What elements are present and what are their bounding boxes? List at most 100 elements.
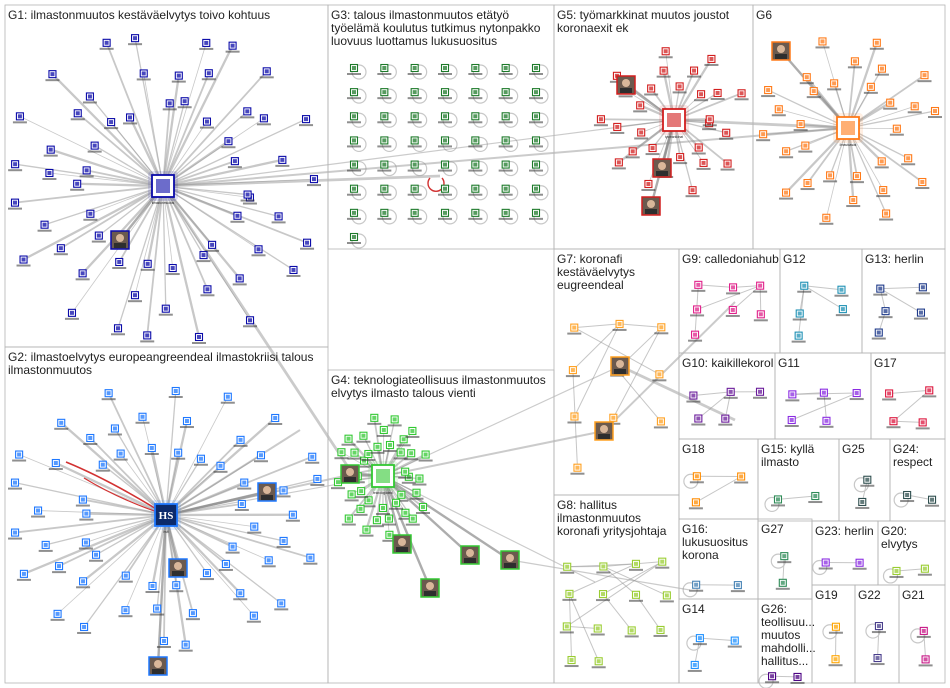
node-label: [99, 47, 114, 50]
node-label: [64, 317, 79, 320]
node-avatar: [891, 419, 896, 424]
node-avatar: [820, 39, 825, 44]
node-label: [596, 599, 611, 602]
node-avatar: [572, 414, 577, 419]
node-avatar: [701, 160, 706, 165]
node-avatar: [305, 240, 310, 245]
face-icon: [777, 45, 785, 53]
node-label: [247, 531, 262, 534]
node-label: [925, 504, 940, 507]
node-label: [101, 398, 116, 401]
edge: [846, 127, 855, 201]
node-label: [37, 229, 52, 232]
node-avatar: [663, 49, 668, 54]
node-label: [70, 188, 85, 191]
node-label: [771, 114, 786, 117]
node-label: [171, 80, 186, 83]
node-label: [8, 487, 22, 490]
edge: [382, 475, 471, 556]
cross-group-edge: [509, 559, 691, 591]
node-label: [377, 193, 392, 196]
node-avatar: [443, 162, 447, 167]
node-label: [652, 379, 667, 382]
edge: [847, 110, 936, 129]
node-avatar: [80, 497, 85, 502]
node-avatar: [596, 659, 601, 664]
group-title-line: G25: [842, 442, 865, 456]
node-avatar: [657, 372, 662, 377]
node-label: [779, 156, 794, 159]
group-title-g20: G20:elvytys: [881, 524, 918, 551]
node-label: [382, 539, 397, 542]
node-avatar: [776, 107, 781, 112]
node-avatar: [417, 476, 422, 481]
node-avatar: [382, 186, 387, 191]
node-label: [806, 96, 821, 99]
node-label: [855, 506, 870, 509]
edge: [82, 514, 167, 583]
node-label: [128, 43, 143, 46]
node-label: [45, 79, 60, 82]
node-avatar: [709, 56, 714, 61]
node-avatar: [210, 242, 215, 247]
edge: [162, 158, 283, 188]
node-label: [394, 499, 409, 502]
node-label: [718, 423, 733, 426]
node-avatar: [790, 392, 795, 397]
node-avatar: [697, 636, 702, 641]
node-avatar: [81, 579, 86, 584]
node-label: [915, 292, 930, 295]
node-avatar: [570, 368, 575, 373]
node-label: [276, 545, 291, 548]
node-avatar: [649, 86, 654, 91]
edge: [893, 389, 930, 422]
node-avatar: [840, 307, 845, 312]
node-label: [828, 664, 843, 667]
edge: [77, 182, 164, 188]
node-avatar: [412, 66, 417, 70]
node-avatar: [473, 114, 478, 119]
node-label: [672, 91, 687, 94]
node-label: [819, 222, 834, 225]
node-avatar: [237, 276, 242, 281]
node-avatar: [601, 592, 606, 597]
node-avatar: [174, 583, 179, 588]
node-label: [54, 427, 69, 430]
node-label: [628, 568, 643, 571]
group-title-line: koronafi yritysjohtaja: [557, 524, 667, 538]
node-label: [846, 205, 861, 208]
node-avatar: [279, 601, 284, 606]
node-label: [918, 664, 933, 667]
node-label: [869, 47, 884, 50]
node-label: [720, 168, 735, 171]
node-avatar: [534, 66, 538, 70]
node-label: [687, 75, 702, 78]
group-title-line: G10: kaikillekorol: [682, 356, 773, 370]
node-avatar: [933, 109, 937, 114]
node-label: [300, 247, 315, 250]
node-avatar: [336, 480, 340, 485]
node-avatar: [780, 580, 785, 585]
node-avatar: [473, 138, 478, 143]
node-avatar: [694, 582, 699, 587]
node-avatar: [281, 488, 286, 493]
edge: [616, 369, 662, 422]
node-label: [901, 163, 916, 166]
node-avatar: [707, 117, 712, 122]
node-label: [220, 401, 235, 404]
edge: [696, 285, 761, 310]
node-label: [438, 145, 452, 148]
node-avatar: [409, 451, 414, 456]
face-icon: [426, 582, 434, 590]
node-avatar: [43, 542, 48, 547]
node-avatar: [173, 389, 178, 393]
node-label: [653, 634, 668, 637]
node-label: [409, 497, 424, 500]
node-label: [438, 121, 452, 124]
node-label: [702, 128, 717, 131]
hub-node-g2[interactable]: [154, 503, 178, 527]
edge: [907, 494, 933, 501]
node-avatar: [920, 420, 925, 425]
node-label: [398, 517, 413, 520]
node-avatar: [678, 155, 683, 160]
